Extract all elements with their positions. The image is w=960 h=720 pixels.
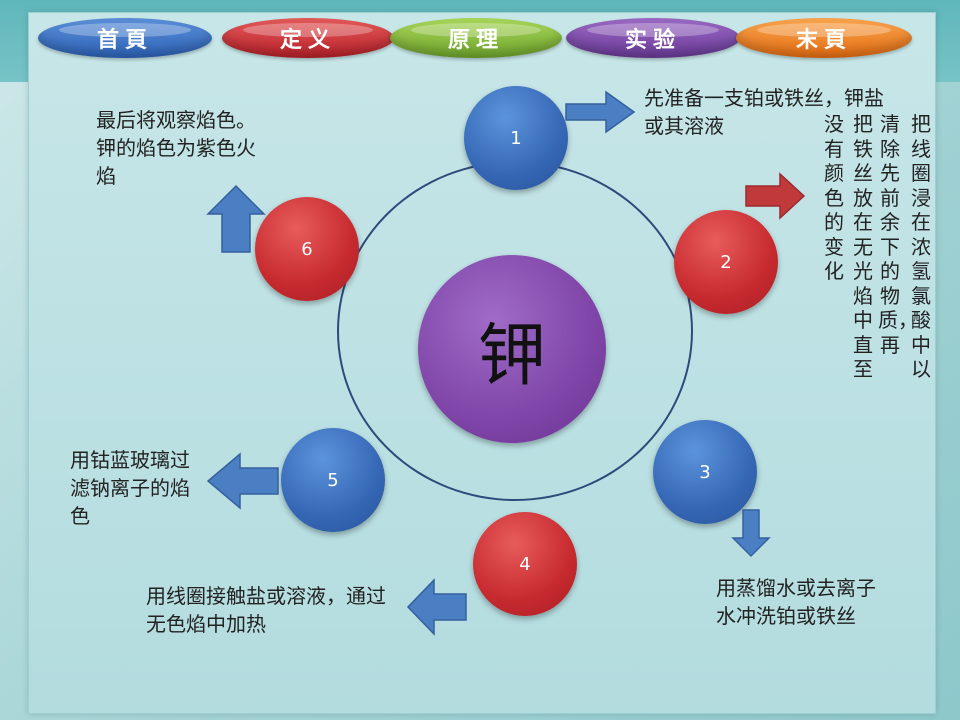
step-5-text: 用钴蓝玻璃过滤钠离子的焰色 bbox=[70, 448, 190, 528]
nav-definition-label: 定义 bbox=[279, 28, 336, 53]
step-node-1: 1 bbox=[464, 86, 568, 190]
step-6-text: 最后将观察焰色。钾的焰色为紫色火焰 bbox=[96, 108, 256, 188]
step-1-text: 先准备一支铂或铁丝，钾盐或其溶液 bbox=[644, 86, 884, 138]
step-node-6: 6 bbox=[255, 197, 359, 301]
step-node-2: 2 bbox=[674, 210, 778, 314]
step-node-4: 4 bbox=[473, 512, 577, 616]
arrow-up-icon bbox=[206, 184, 266, 253]
arrow-down-icon bbox=[731, 509, 771, 558]
step-2-text-column: 清除先前余下的物质，再 bbox=[878, 112, 918, 357]
nav-end-button[interactable]: 末頁 bbox=[736, 18, 912, 58]
nav-principle-button[interactable]: 原理 bbox=[390, 18, 562, 58]
step-2-text-column: 把铁丝放在无光焰中直至 bbox=[853, 112, 873, 381]
nav-experiment-button[interactable]: 实验 bbox=[566, 18, 740, 58]
nav-end-label: 末頁 bbox=[795, 28, 852, 53]
arrow-left-icon bbox=[406, 578, 467, 636]
nav-experiment-label: 实验 bbox=[624, 28, 681, 53]
center-node: 钾 bbox=[418, 255, 606, 443]
step-3-text: 用蒸馏水或去离子水冲洗铂或铁丝 bbox=[716, 576, 876, 628]
arrow-right-icon bbox=[745, 172, 806, 220]
nav-definition-button[interactable]: 定义 bbox=[222, 18, 394, 58]
nav-principle-label: 原理 bbox=[447, 28, 504, 53]
arrow-right-icon bbox=[565, 90, 636, 134]
nav-home-label: 首頁 bbox=[96, 28, 153, 53]
step-node-3: 3 bbox=[653, 420, 757, 524]
step-4-text: 用线圈接触盐或溶液，通过无色焰中加热 bbox=[146, 584, 386, 636]
step-2-text-column: 把线圈浸在浓氢氯酸中以 bbox=[911, 112, 931, 381]
nav-home-button[interactable]: 首頁 bbox=[38, 18, 212, 58]
step-node-5: 5 bbox=[281, 428, 385, 532]
step-2-text-column: 没有颜色的变化 bbox=[824, 112, 844, 283]
arrow-left-icon bbox=[206, 452, 279, 510]
